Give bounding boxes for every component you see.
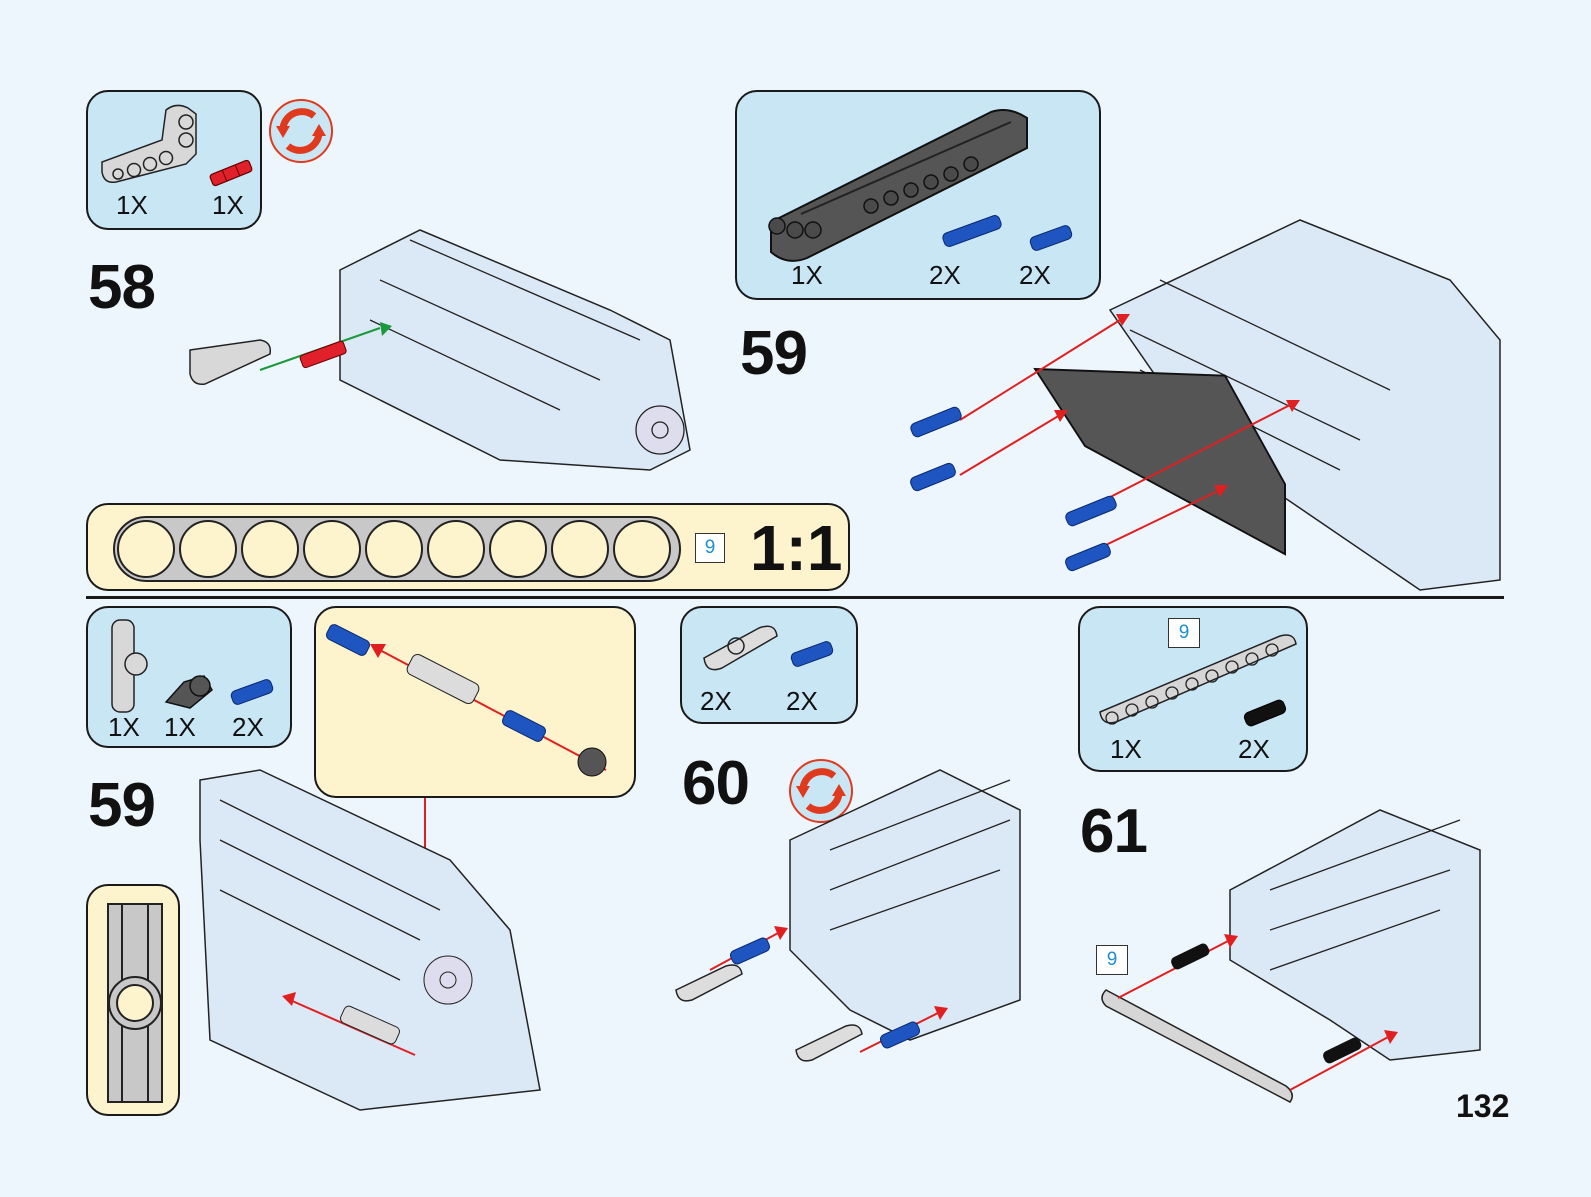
beam-9-ruler-icon: [113, 516, 681, 582]
step-61-assembly-illustration: [1101, 809, 1481, 1103]
beam-9-part-icon: [1099, 634, 1297, 725]
step-60-parts-box: 2X 2X: [680, 606, 858, 724]
blue-axle-pin-icon: [230, 679, 274, 705]
step-58-parts-box: 1X 1X: [86, 90, 262, 230]
connector-plate-part-icon: [703, 625, 778, 671]
part-qty: 1X: [1110, 734, 1142, 764]
blue-axle-pin-icon: [1029, 225, 1073, 251]
dark-pin-bush-part-icon: [164, 675, 213, 709]
step-number: 59: [88, 771, 156, 840]
step-number: 60: [682, 749, 750, 818]
cross-connector-part-icon: [111, 619, 148, 713]
rotate-model-icon: [789, 759, 853, 823]
section-divider: [86, 596, 1504, 599]
length-label: 9: [1168, 618, 1200, 648]
part-qty: 1X: [116, 190, 148, 220]
step-59-assembly-illustration: [910, 219, 1501, 591]
part-qty: 1X: [212, 190, 244, 220]
part-qty: 1X: [791, 260, 823, 290]
step-59b-assembly-illustration: [199, 769, 541, 1111]
length-label: 9: [695, 533, 725, 563]
step-59b-parts-box: 1X 1X 2X: [86, 606, 292, 748]
part-qty: 2X: [1019, 260, 1051, 290]
part-qty: 2X: [929, 260, 961, 290]
part-qty: 1X: [164, 712, 196, 742]
scale-ratio: 1:1: [750, 512, 843, 584]
step-58-assembly-illustration: [189, 229, 691, 471]
sub-assembly-illustration: [325, 624, 607, 777]
dark-grey-panel-part-icon: [768, 109, 1028, 262]
length-label: 9: [1096, 945, 1128, 975]
part-qty: 2X: [232, 712, 264, 742]
step-60-assembly-illustration: [675, 769, 1021, 1062]
page-number: 132: [1456, 1088, 1510, 1124]
l-beam-part-icon: [101, 104, 197, 184]
part-qty: 2X: [1238, 734, 1270, 764]
step-61-parts-box: 9 1X 2X: [1078, 606, 1308, 772]
bush-length-callout: [86, 884, 180, 1116]
blue-axle-pin-icon: [790, 641, 834, 667]
step-number: 58: [88, 253, 156, 322]
blue-long-pin-icon: [942, 215, 1002, 247]
step-59-parts-box: 1X 2X 2X: [735, 90, 1101, 300]
part-qty: 1X: [108, 712, 140, 742]
black-friction-pin-icon: [1243, 699, 1287, 727]
part-qty: 2X: [786, 686, 818, 716]
rotate-model-icon: [269, 99, 333, 163]
length-ruler-box: 9 1:1: [86, 503, 850, 591]
sub-assembly-callout: [314, 606, 636, 798]
part-qty: 2X: [700, 686, 732, 716]
step-number: 61: [1080, 797, 1148, 866]
step-number: 59: [740, 319, 808, 388]
bush-1-1-icon: [107, 903, 163, 1103]
red-axle-connector-icon: [209, 159, 253, 187]
